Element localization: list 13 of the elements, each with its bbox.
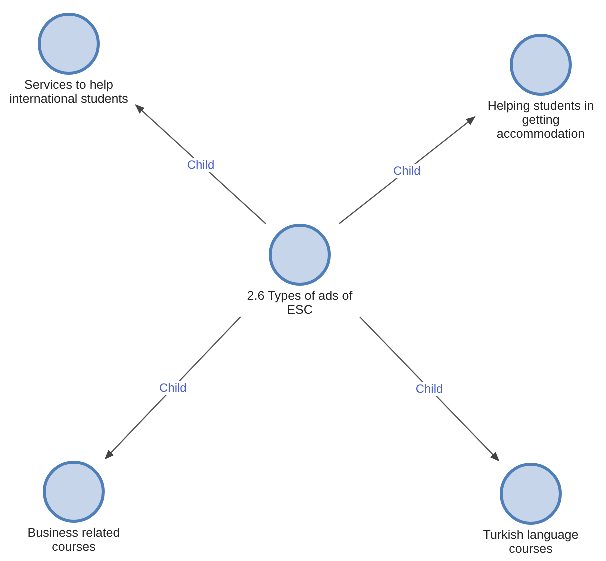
edge-label: Child bbox=[414, 382, 446, 396]
edge-label: Child bbox=[158, 381, 189, 395]
node-label: Helping students in getting accommodation bbox=[486, 99, 596, 141]
arrow bbox=[135, 104, 266, 224]
node-label: Business related courses bbox=[26, 526, 122, 554]
arrow bbox=[338, 116, 476, 224]
edge-label: Child bbox=[391, 164, 423, 178]
node-label: 2.6 Types of ads of ESC bbox=[246, 289, 354, 317]
arrow bbox=[104, 316, 242, 460]
node-label: Services to help international students bbox=[8, 78, 130, 106]
edge-label: Child bbox=[185, 158, 217, 172]
arrow bbox=[360, 316, 500, 462]
node-label: Turkish language courses bbox=[482, 528, 580, 556]
